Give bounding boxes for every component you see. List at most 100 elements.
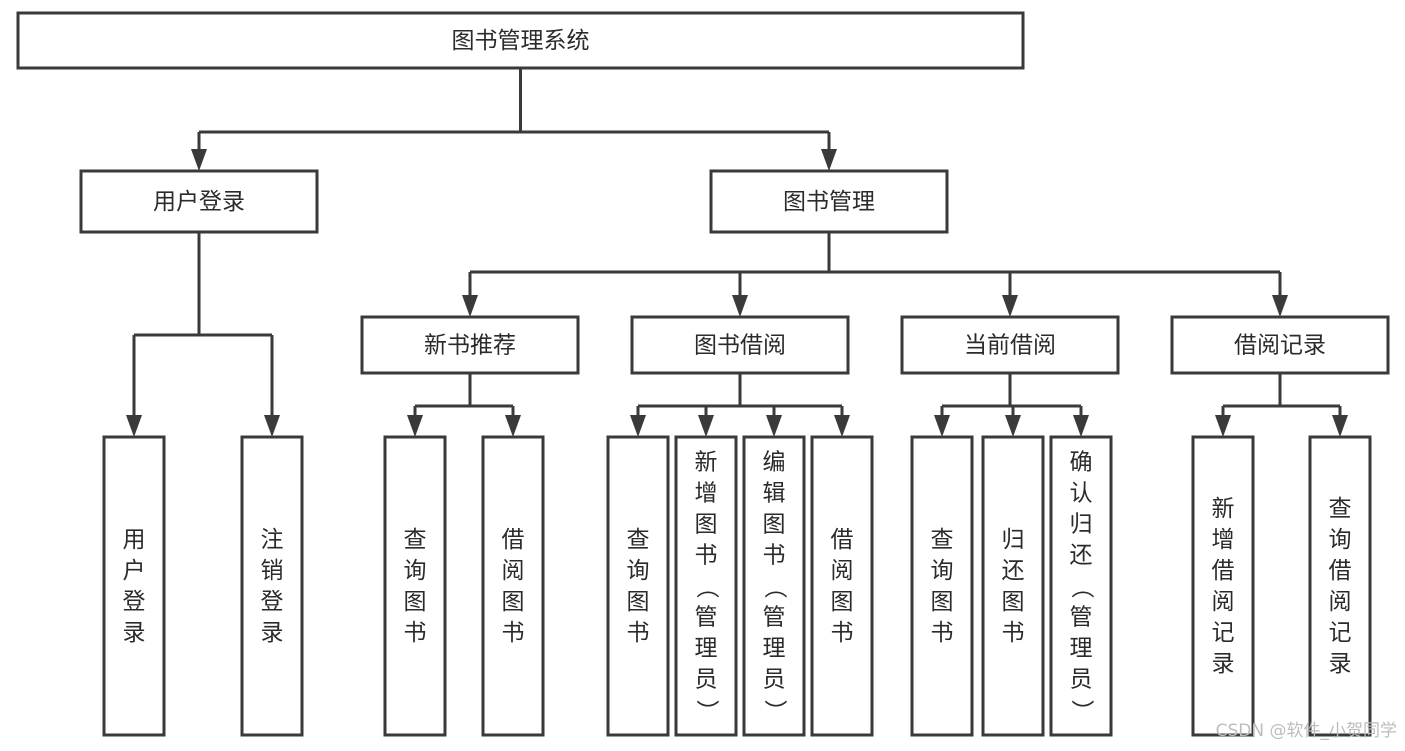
arrow-head-icon [1005, 415, 1021, 437]
node-box[interactable] [240, 435, 304, 737]
node-leaf-user-login[interactable]: 用户登录 [102, 435, 166, 737]
node-box[interactable] [1170, 315, 1390, 375]
node-label-char: 询 [931, 558, 954, 584]
node-layer: 图书管理系统用户登录图书管理新书推荐图书借阅当前借阅借阅记录用户登录注销登录查询… [16, 11, 1390, 737]
node-label-char: 查 [627, 527, 650, 553]
node-label-char: 借 [1329, 558, 1352, 584]
node-book-manage[interactable]: 图书管理 [709, 169, 949, 234]
node-label-char: 查 [404, 527, 427, 553]
arrow-head-icon [698, 415, 714, 437]
node-label-char: （ [1069, 576, 1095, 599]
node-label-char: 书 [763, 543, 786, 569]
node-box[interactable] [383, 435, 447, 737]
node-label-char: 记 [1212, 620, 1235, 646]
node-book-borrow[interactable]: 图书借阅 [630, 315, 850, 375]
node-label-char: 户 [123, 558, 146, 584]
node-label-char: 记 [1329, 620, 1352, 646]
arrow-head-icon [126, 415, 142, 437]
node-label-char: 理 [695, 636, 718, 662]
connector-group-book-manage [462, 232, 1288, 317]
node-borrow-record[interactable]: 借阅记录 [1170, 315, 1390, 375]
node-root[interactable]: 图书管理系统 [16, 11, 1025, 70]
node-label-char: 理 [763, 636, 786, 662]
node-label-char: 阅 [1329, 589, 1352, 615]
node-label-char: 归 [1070, 512, 1093, 538]
arrow-head-icon [1073, 415, 1089, 437]
arrow-head-icon [264, 415, 280, 437]
node-box[interactable] [709, 169, 949, 234]
node-label-char: 询 [1329, 527, 1352, 553]
node-label-char: 查 [1329, 496, 1352, 522]
node-label-char: 图 [404, 589, 427, 615]
node-label-char: 管 [763, 605, 786, 631]
node-label-char: 新 [695, 450, 718, 476]
node-box[interactable] [1049, 435, 1113, 737]
node-label-char: 询 [404, 558, 427, 584]
node-label-char: （ [694, 576, 720, 599]
arrow-head-icon [1332, 415, 1348, 437]
node-user-login[interactable]: 用户登录 [79, 169, 319, 234]
arrow-head-icon [766, 415, 782, 437]
node-label: 图书管理 [783, 189, 875, 215]
node-box[interactable] [910, 435, 974, 737]
connector-group-root [191, 68, 837, 171]
node-label-char: 员 [763, 667, 786, 693]
node-current-borrow[interactable]: 当前借阅 [900, 315, 1120, 375]
node-box[interactable] [1191, 435, 1255, 737]
node-box[interactable] [1308, 435, 1372, 737]
node-label: 新书推荐 [424, 333, 516, 359]
connector-group-borrow-record [1215, 373, 1348, 437]
node-label-char: 辑 [763, 481, 786, 507]
node-label-char: 阅 [502, 558, 525, 584]
connector-group-user-login [126, 232, 280, 437]
node-box[interactable] [810, 435, 874, 737]
arrow-head-icon [462, 295, 478, 317]
node-label-char: 员 [1070, 667, 1093, 693]
node-box[interactable] [481, 435, 545, 737]
node-box[interactable] [674, 435, 738, 737]
node-label-char: 借 [502, 527, 525, 553]
node-label-char: ） [762, 700, 788, 723]
connector-layer [126, 68, 1348, 437]
node-box[interactable] [79, 169, 319, 234]
node-label-char: ） [694, 700, 720, 723]
node-label-char: 图 [831, 589, 854, 615]
node-box[interactable] [16, 11, 1025, 70]
node-box[interactable] [630, 315, 850, 375]
node-box[interactable] [102, 435, 166, 737]
node-box[interactable] [981, 435, 1045, 737]
node-label-char: 图 [502, 589, 525, 615]
node-label-char: 图 [763, 512, 786, 538]
node-label-char: 录 [261, 620, 284, 646]
node-box[interactable] [606, 435, 670, 737]
node-label-char: 查 [931, 527, 954, 553]
node-label-char: 录 [123, 620, 146, 646]
node-new-book-recommend[interactable]: 新书推荐 [360, 315, 580, 375]
node-label-char: 管 [695, 605, 718, 631]
node-box[interactable] [742, 435, 806, 737]
node-box[interactable] [900, 315, 1120, 375]
node-label-char: 图 [931, 589, 954, 615]
node-label-char: 用 [123, 527, 146, 553]
node-label: 图书借阅 [694, 333, 786, 359]
arrow-head-icon [1002, 295, 1018, 317]
node-label-char: 销 [261, 558, 284, 584]
node-label-char: 认 [1070, 481, 1093, 507]
node-box[interactable] [360, 315, 580, 375]
node-label-char: 登 [261, 589, 284, 615]
node-label-char: 书 [502, 620, 525, 646]
